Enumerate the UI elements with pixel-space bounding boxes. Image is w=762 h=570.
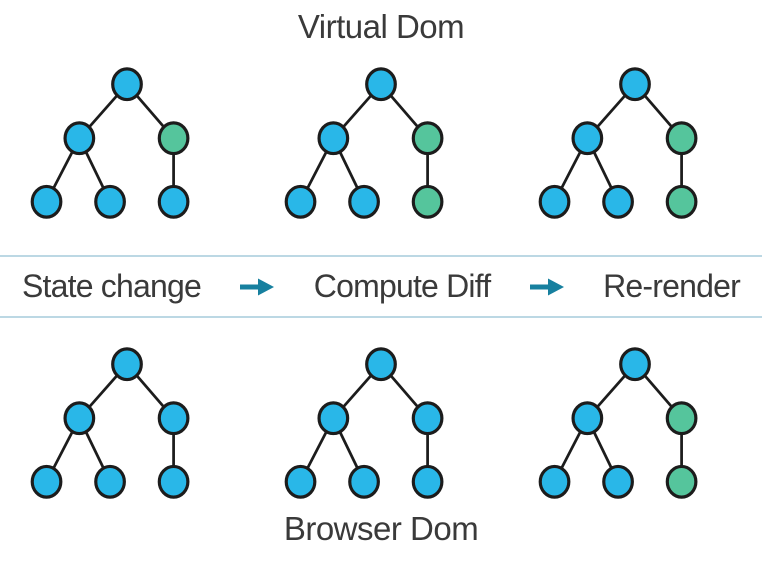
virtual-tree-cell-1 xyxy=(0,62,254,224)
tree-node-left-child xyxy=(571,121,604,156)
tree-node-right-leaf xyxy=(665,464,698,499)
tree-node-left-child xyxy=(63,401,96,436)
tree-node-right-child xyxy=(157,121,190,156)
browser-dom-tree-row xyxy=(0,342,762,504)
tree-node-left-child xyxy=(63,121,96,156)
tree-node-right-child xyxy=(665,401,698,436)
tree-node-root xyxy=(111,347,143,382)
arrow-right-icon xyxy=(240,278,275,295)
tree-node-right-child xyxy=(411,401,444,436)
tree-node-root xyxy=(365,347,397,382)
tree-node-middle-leaf xyxy=(348,184,380,219)
tree-node-right-leaf xyxy=(157,184,190,219)
virtual-dom-tree-2 xyxy=(284,67,444,219)
tree-node-root xyxy=(365,67,397,102)
pipeline-step-re-render: Re-render xyxy=(603,268,741,304)
browser-dom-tree-2 xyxy=(284,347,444,499)
tree-node-left-child xyxy=(317,401,350,436)
tree-node-left-child xyxy=(317,121,350,156)
tree-node-right-child xyxy=(157,401,190,436)
tree-node-middle-leaf xyxy=(602,184,634,219)
virtual-dom-title: Virtual Dom xyxy=(297,8,465,45)
tree-node-right-leaf xyxy=(157,464,190,499)
tree-node-right-leaf xyxy=(665,184,698,219)
browser-tree-cell-1 xyxy=(0,342,254,504)
pipeline-step-state-change: State change xyxy=(22,268,202,304)
tree-node-middle-leaf xyxy=(348,464,380,499)
tree-node-root xyxy=(619,347,651,382)
tree-node-middle-leaf xyxy=(94,464,126,499)
tree-node-left-child xyxy=(571,401,604,436)
tree-node-right-child xyxy=(411,121,444,156)
virtual-tree-cell-2 xyxy=(254,62,508,224)
pipeline-band: State change Compute Diff Re-render xyxy=(0,255,762,318)
browser-dom-title: Browser Dom xyxy=(283,510,479,547)
browser-tree-cell-3 xyxy=(508,342,762,504)
pipeline-step-compute-diff: Compute Diff xyxy=(313,268,491,304)
browser-tree-cell-2 xyxy=(254,342,508,504)
tree-node-left-leaf xyxy=(284,184,317,219)
tree-node-left-leaf xyxy=(30,464,63,499)
tree-node-middle-leaf xyxy=(94,184,126,219)
browser-dom-tree-3 xyxy=(538,347,698,499)
virtual-dom-tree-3 xyxy=(538,67,698,219)
tree-node-left-leaf xyxy=(538,184,571,219)
virtual-tree-cell-3 xyxy=(508,62,762,224)
virtual-dom-tree-row xyxy=(0,62,762,224)
tree-node-left-leaf xyxy=(30,184,63,219)
arrow-right-icon xyxy=(529,278,564,295)
tree-node-right-child xyxy=(665,121,698,156)
tree-node-right-leaf xyxy=(411,464,444,499)
tree-node-right-leaf xyxy=(411,184,444,219)
tree-node-middle-leaf xyxy=(602,464,634,499)
tree-node-root xyxy=(111,67,143,102)
tree-node-left-leaf xyxy=(538,464,571,499)
tree-node-left-leaf xyxy=(284,464,317,499)
tree-node-root xyxy=(619,67,651,102)
browser-dom-tree-1 xyxy=(30,347,190,499)
virtual-dom-tree-1 xyxy=(30,67,190,219)
